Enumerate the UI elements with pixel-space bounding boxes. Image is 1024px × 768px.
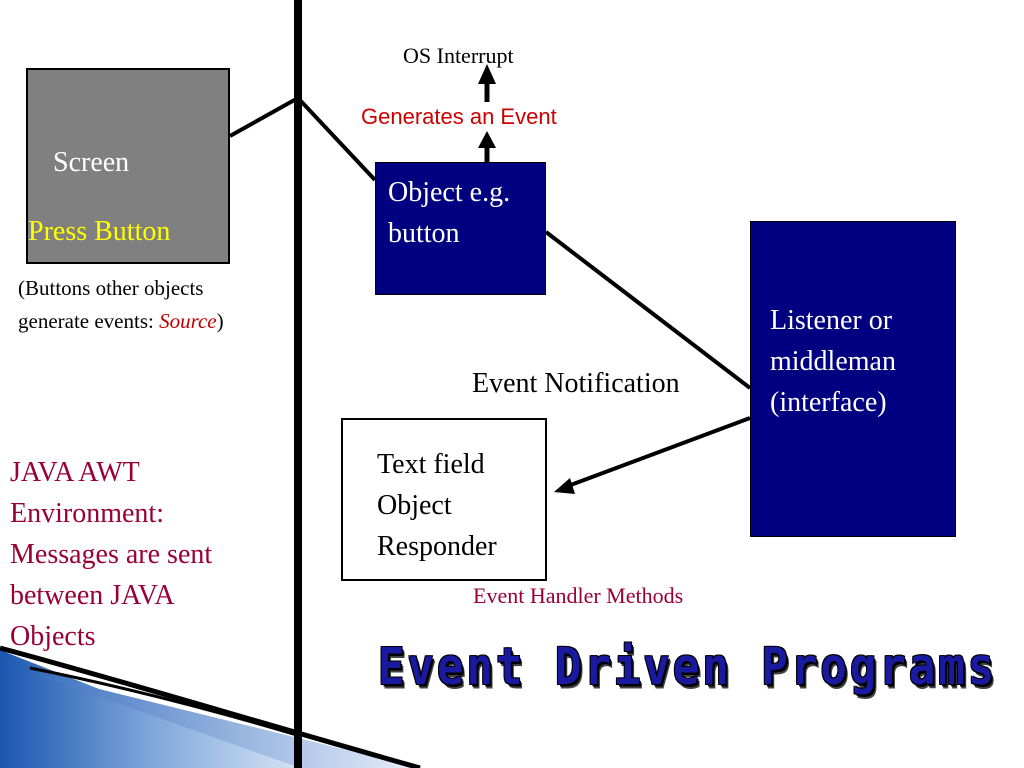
- textfield-line2: Object: [377, 490, 452, 521]
- source-note-text: generate events:: [18, 309, 160, 333]
- listener-line2: middleman: [770, 346, 896, 377]
- slide-title: Event Driven Programs: [378, 638, 998, 697]
- textfield-line1: Text field: [377, 449, 485, 480]
- listener-box-text: Listener or middleman (interface): [770, 300, 950, 423]
- source-note-line2: generate events: Source): [18, 305, 298, 338]
- screen-box: [26, 68, 230, 264]
- decorative-swoosh: [0, 645, 421, 768]
- object-connector: [296, 96, 377, 182]
- java-awt-note: JAVA AWT Environment: Messages are sent …: [10, 452, 290, 657]
- notification-arrow-icon: [554, 416, 751, 494]
- object-line1: Object e.g.: [388, 177, 511, 208]
- object-box-text: Object e.g. button: [388, 172, 546, 254]
- source-note-line1: (Buttons other objects: [18, 276, 204, 300]
- listener-line3: (interface): [770, 387, 887, 418]
- generates-event-label: Generates an Event: [361, 104, 557, 129]
- listener-box: [750, 221, 956, 537]
- textfield-line3: Responder: [377, 531, 497, 562]
- source-note-close: ): [216, 309, 224, 333]
- java-line3: Messages are sent: [10, 539, 213, 570]
- java-line2: Environment:: [10, 498, 164, 529]
- event-notification-label: Event Notification: [472, 368, 680, 399]
- textfield-box-text: Text field Object Responder: [377, 444, 547, 567]
- java-line1: JAVA AWT: [10, 457, 140, 488]
- event-handler-label: Event Handler Methods: [473, 583, 684, 608]
- arrow-up-icon: [478, 131, 496, 162]
- listener-connector: [544, 230, 752, 390]
- arrow-up-icon: [478, 64, 496, 102]
- source-note: (Buttons other objects generate events: …: [18, 272, 298, 338]
- os-interrupt-label: OS Interrupt: [403, 43, 514, 68]
- listener-line1: Listener or: [770, 305, 893, 336]
- source-word: Source: [159, 309, 217, 333]
- java-line4: between JAVA: [10, 580, 175, 611]
- screen-connector: [229, 96, 299, 138]
- textfield-box: [341, 418, 547, 581]
- object-box: [375, 162, 546, 295]
- screen-label: Screen: [53, 147, 130, 178]
- object-line2: button: [388, 218, 460, 249]
- press-button-label: Press Button: [28, 216, 171, 247]
- java-line5: Objects: [10, 621, 96, 652]
